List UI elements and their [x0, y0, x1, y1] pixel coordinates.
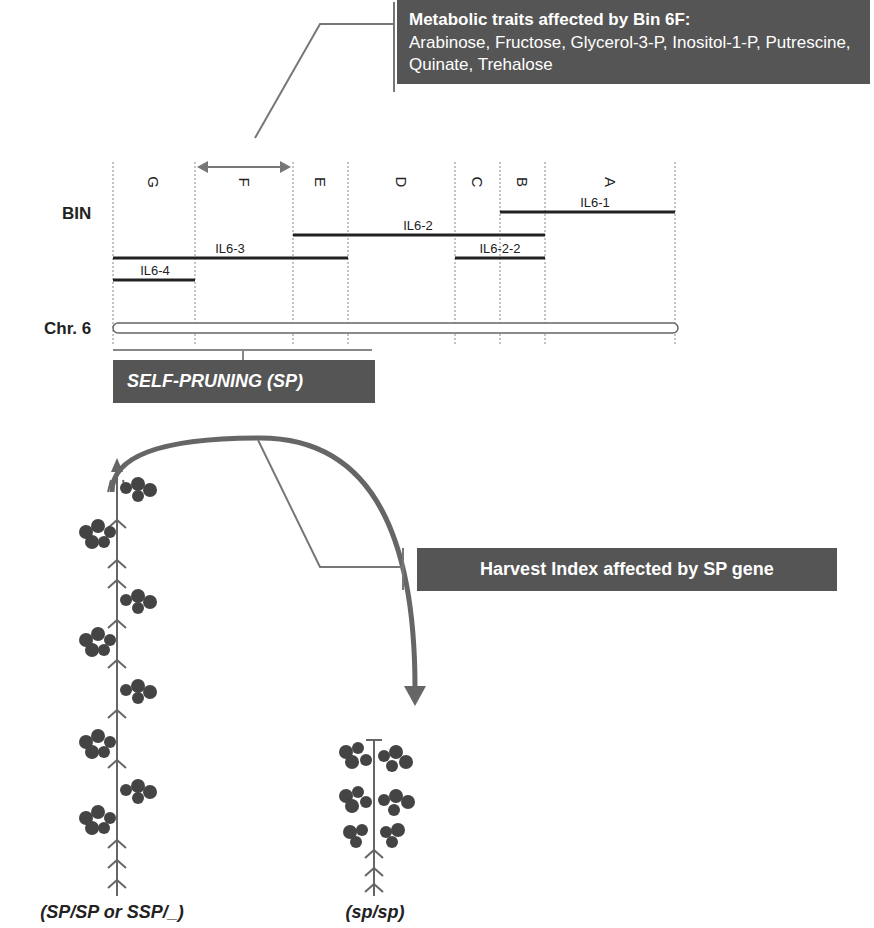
box-heading: SELF-PRUNING (SP): [127, 370, 361, 393]
line-name: IL6-4: [140, 263, 170, 279]
bin-letter: C: [468, 177, 486, 188]
bin-letter: G: [144, 176, 162, 188]
box-heading: Metabolic traits affected by Bin 6F:: [409, 9, 858, 30]
gene-box: SELF-PRUNING (SP): [113, 360, 375, 403]
line-name: IL6-3: [215, 241, 245, 257]
line-name: IL6-1: [580, 195, 610, 211]
box-heading: Harvest Index affected by SP gene: [429, 558, 825, 581]
bin-letter: B: [513, 177, 531, 187]
chromosome-name: Chr. 6: [44, 319, 91, 339]
genotype-label: (SP/SP or SSP/_): [40, 902, 183, 924]
line-name: IL6-2: [403, 218, 433, 234]
harvest-callout-box: Harvest Index affected by SP gene: [417, 548, 837, 591]
bin-letter: D: [392, 177, 410, 188]
trait-callout-box: Metabolic traits affected by Bin 6F:Arab…: [397, 0, 870, 84]
line-name: IL6-2-2: [479, 241, 520, 257]
genotype-label: (sp/sp): [345, 902, 404, 924]
bin-letter: F: [235, 177, 253, 186]
axis-title: BIN: [62, 204, 91, 224]
box-body: Arabinose, Fructose, Glycerol-3-P, Inosi…: [409, 32, 858, 75]
bin-letter: A: [601, 177, 619, 187]
bin-letter: E: [311, 177, 329, 187]
